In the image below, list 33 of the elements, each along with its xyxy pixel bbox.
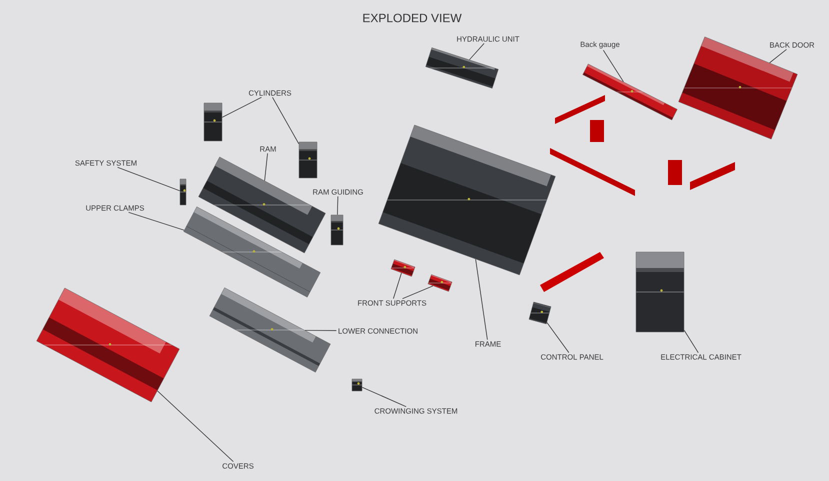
ram-guiding-drawing: [330, 214, 344, 246]
crowinging-system-drawing: [352, 378, 362, 392]
control-panel-drawing: [528, 302, 552, 324]
leader-line: [602, 50, 624, 82]
leader-line: [393, 272, 402, 299]
lower-connection-drawing: [209, 288, 331, 372]
cylinder-drawing: [204, 102, 222, 142]
front-support-drawing: [428, 274, 452, 292]
leader-line: [272, 97, 300, 144]
back-gauge-drawing: [582, 64, 678, 120]
leader-line: [337, 196, 338, 216]
covers-drawing: [36, 288, 180, 402]
leader-line: [769, 49, 787, 64]
front-support-drawing: [390, 259, 416, 277]
electrical-cabinet-drawing: [636, 252, 684, 332]
leader-line: [222, 97, 262, 118]
leader-line: [157, 390, 234, 462]
leader-line: [128, 212, 184, 231]
leader-line: [304, 330, 337, 331]
leader-line: [117, 167, 180, 192]
safety-device-drawing: [180, 178, 186, 206]
leader-line: [362, 386, 406, 407]
title: EXPLODED VIEW: [363, 14, 462, 22]
leader-line: [684, 330, 699, 353]
leader-line: [469, 43, 484, 60]
leader-line: [546, 322, 570, 353]
upper-clamps-drawing: [183, 206, 321, 298]
cylinder-drawing: [298, 142, 318, 178]
leader-line: [402, 286, 434, 299]
hydraulic-unit-drawing: [425, 47, 499, 89]
leader-line: [264, 152, 268, 182]
leader-line: [475, 258, 488, 340]
frame-drawing: [378, 124, 556, 276]
